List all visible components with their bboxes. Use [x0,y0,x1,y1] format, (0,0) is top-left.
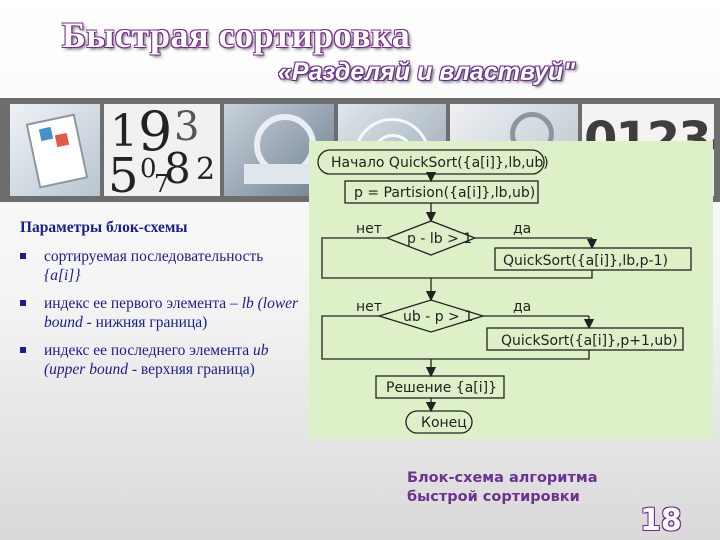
list-item: сортируемая последовательность {a[i]} [20,247,302,285]
no-2-label: нет [356,299,382,315]
start-label: Начало QuickSort({a[i]},lb,ub) [331,155,549,171]
call-2-label: QuickSort({a[i]},p+1,ub) [501,333,678,349]
yes-2-label: да [513,299,531,315]
yes-1-label: да [513,221,531,237]
partition-block [344,180,539,204]
bullet-icon [20,300,26,306]
bullet-icon [20,347,26,353]
list-item: индекс ее первого элемента – lb (lower b… [20,294,302,332]
no-1-label: нет [356,221,382,237]
slide-title: Быстрая сортировка [62,15,411,55]
figure-caption: Блок-схема алгоритма быстрой сортировки [407,470,598,505]
partition-label: p = Partision({a[i]},lb,ub) [354,185,535,201]
banner-image-digits: 1 9 3 5 0 8 2 7 [104,104,220,196]
params-list: сортируемая последовательность {a[i]} ин… [20,247,302,379]
bullet-icon [20,253,26,259]
flowchart-panel: Начало QuickSort({a[i]},lb,ub) p = Parti… [309,141,713,439]
params-title: Параметры блок-схемы [20,219,188,236]
decision-2-label: ub - p > 1 [403,309,473,325]
end-terminal [405,410,473,434]
page-number: 18 [640,503,682,538]
call-2-block [486,327,684,351]
call-1-block [494,247,692,271]
slide-subtitle: «Разделяй и властвуй" [278,58,576,86]
end-label: Конец [421,415,467,431]
call-1-label: QuickSort({a[i]},lb,p-1) [503,253,668,269]
decision-1-label: p - lb > 1 [407,231,472,247]
result-block [375,375,505,399]
banner-image-tablet [10,104,100,196]
flowchart-svg: Начало QuickSort({a[i]},lb,ub) p = Parti… [317,149,692,434]
result-label: Решение {a[i]} [386,380,497,396]
list-item: индекс ее последнего элемента ub (upper … [20,341,302,379]
params-block: Параметры блок-схемы сортируемая последо… [20,218,302,388]
